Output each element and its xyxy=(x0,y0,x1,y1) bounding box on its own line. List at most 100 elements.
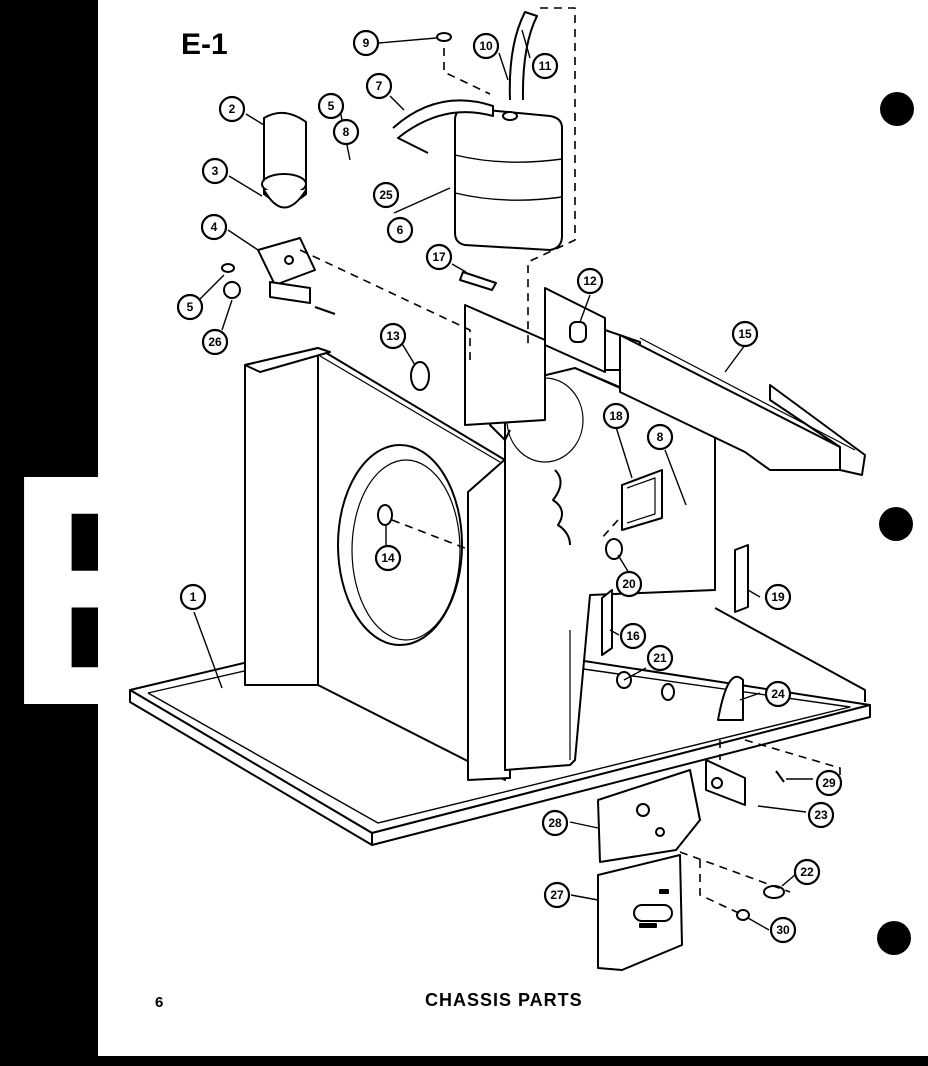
callout-number: 11 xyxy=(539,59,552,73)
callout-number: 5 xyxy=(187,300,194,314)
callout-number: 10 xyxy=(479,39,493,53)
callout-number: 3 xyxy=(212,164,219,178)
callout-bubble xyxy=(769,916,797,944)
callout-bubble xyxy=(179,583,207,611)
partition-panel xyxy=(244,347,511,781)
callout-number: 12 xyxy=(583,274,597,288)
callout-7: 7 xyxy=(365,72,393,100)
callout-18: 18 xyxy=(602,402,630,430)
callout-24: 24 xyxy=(764,680,792,708)
callout-number: 5 xyxy=(328,99,335,113)
callout-bubble xyxy=(602,402,630,430)
callout-bubble xyxy=(615,570,643,598)
divider-panel xyxy=(489,367,721,771)
bottom-border xyxy=(0,1056,928,1066)
callout-bubble xyxy=(543,881,571,909)
callout-8: 8 xyxy=(332,118,360,146)
duct-bracket xyxy=(221,237,336,315)
callout-9: 9 xyxy=(352,29,380,57)
callout-number: 6 xyxy=(397,223,404,237)
callout-8: 8 xyxy=(646,423,674,451)
front-panels xyxy=(597,759,746,971)
callout-number: 4 xyxy=(211,220,218,234)
callout-bubble xyxy=(201,328,229,356)
callout-2: 2 xyxy=(218,95,246,123)
callout-number: 19 xyxy=(771,590,785,604)
callout-bubble xyxy=(541,809,569,837)
water-tank xyxy=(436,11,563,251)
binder-hole-top xyxy=(880,92,914,126)
callout-number: 26 xyxy=(208,335,222,349)
callout-number: 23 xyxy=(814,808,828,822)
callout-number: 14 xyxy=(381,551,395,565)
callout-bubble xyxy=(793,858,821,886)
callout-number: 29 xyxy=(822,776,836,790)
callout-bubble xyxy=(218,95,246,123)
callout-number: 7 xyxy=(376,79,383,93)
callout-number: 28 xyxy=(548,816,562,830)
callout-bubble xyxy=(352,29,380,57)
callout-10: 10 xyxy=(472,32,500,60)
callout-11: 11 xyxy=(531,52,559,80)
callout-bubble xyxy=(764,680,792,708)
callout-number: 1 xyxy=(190,590,197,604)
callout-bubble xyxy=(332,118,360,146)
diagram-title: E-1 xyxy=(181,28,228,61)
callout-bubble xyxy=(531,52,559,80)
callout-bubble xyxy=(372,181,400,209)
callout-bubble xyxy=(472,32,500,60)
callout-14: 14 xyxy=(374,544,402,572)
callout-number: 8 xyxy=(343,125,350,139)
callout-bubble xyxy=(646,644,674,672)
top-bracket xyxy=(619,334,866,476)
callout-bubble xyxy=(176,293,204,321)
callout-number: 20 xyxy=(622,577,636,591)
callout-number: 9 xyxy=(363,36,370,50)
callout-4: 4 xyxy=(200,213,228,241)
callout-17: 17 xyxy=(425,243,453,271)
callout-19: 19 xyxy=(764,583,792,611)
callout-number: 18 xyxy=(609,409,623,423)
callout-5: 5 xyxy=(317,92,345,120)
callout-bubble xyxy=(807,801,835,829)
callout-27: 27 xyxy=(543,881,571,909)
page-number: 6 xyxy=(155,994,164,1011)
callout-number: 22 xyxy=(800,865,814,879)
callout-number: 24 xyxy=(771,687,785,701)
callout-bubble xyxy=(386,216,414,244)
callout-number: 30 xyxy=(776,923,790,937)
callout-bubble xyxy=(815,769,843,797)
callout-number: 21 xyxy=(653,651,667,665)
callout-20: 20 xyxy=(615,570,643,598)
callout-bubble xyxy=(200,213,228,241)
callout-15: 15 xyxy=(731,320,759,348)
callout-21: 21 xyxy=(646,644,674,672)
callout-number: 13 xyxy=(386,329,400,343)
callout-bubble xyxy=(201,157,229,185)
callout-bubble xyxy=(379,322,407,350)
callout-22: 22 xyxy=(793,858,821,886)
callout-bubble xyxy=(374,544,402,572)
leader-lines xyxy=(193,29,813,931)
callout-number: 16 xyxy=(626,629,640,643)
callout-bubble xyxy=(425,243,453,271)
callout-29: 29 xyxy=(815,769,843,797)
callout-16: 16 xyxy=(619,622,647,650)
callout-bubble xyxy=(576,267,604,295)
callout-30: 30 xyxy=(769,916,797,944)
callout-28: 28 xyxy=(541,809,569,837)
callout-bubble xyxy=(764,583,792,611)
callout-25: 25 xyxy=(372,181,400,209)
callout-bubble xyxy=(365,72,393,100)
callout-6: 6 xyxy=(386,216,414,244)
diagram-caption: CHASSIS PARTS xyxy=(425,990,583,1010)
binder-hole-bottom xyxy=(877,921,911,955)
callout-number: 17 xyxy=(432,250,446,264)
callout-number: 8 xyxy=(657,430,664,444)
callout-bubble xyxy=(619,622,647,650)
callout-number: 27 xyxy=(550,888,564,902)
callout-number: 2 xyxy=(229,102,236,116)
tank-strap xyxy=(392,99,494,154)
